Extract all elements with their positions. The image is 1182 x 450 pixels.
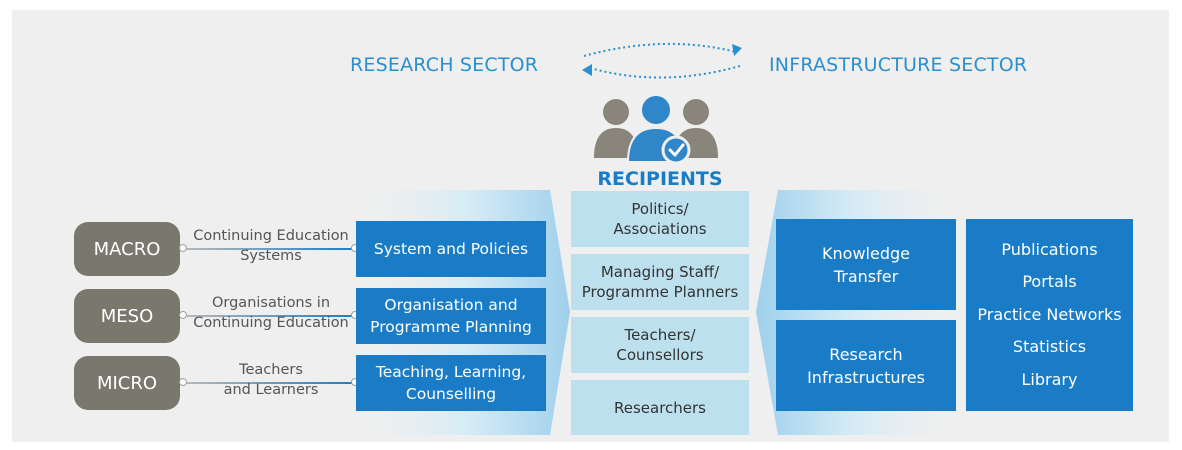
connector-dot: [179, 311, 187, 319]
knowledge-transfer-box: Knowledge Transfer: [776, 219, 956, 310]
level-macro-box: System and Policies: [356, 221, 546, 277]
recipients-column: Politics/ Associations Managing Staff/ P…: [571, 191, 749, 435]
level-meso-box: Organisation and Programme Planning: [356, 288, 546, 344]
connector-dot: [179, 244, 187, 252]
recipients-title: RECIPIENTS: [597, 168, 723, 190]
recipient-politics: Politics/ Associations: [571, 191, 749, 247]
level-micro-pill: MICRO: [74, 356, 180, 410]
outlet-practice-networks: Practice Networks: [977, 304, 1122, 324]
level-meso-pill: MESO: [74, 289, 180, 343]
outlets-box: Publications Portals Practice Networks S…: [966, 219, 1133, 411]
recipient-researchers: Researchers: [571, 380, 749, 435]
recipient-teachers: Teachers/ Counsellors: [571, 317, 749, 373]
check-badge-icon: [661, 135, 691, 165]
level-meso-label: Organisations in Continuing Education: [193, 295, 349, 331]
connector-meso: [184, 315, 358, 317]
connector-micro: [184, 382, 358, 384]
infrastructure-sector-title: INFRASTRUCTURE SECTOR: [769, 54, 1028, 76]
level-macro-label: Continuing Education Systems: [193, 228, 349, 264]
level-macro-pill: MACRO: [74, 222, 180, 276]
recipient-managing-staff: Managing Staff/ Programme Planners: [571, 254, 749, 310]
connector-macro: [184, 248, 358, 250]
level-micro-label: Teachers and Learners: [223, 362, 319, 398]
outlet-library: Library: [1021, 369, 1078, 389]
exchange-arrows-icon: [582, 42, 742, 79]
outlet-publications: Publications: [1001, 239, 1098, 259]
outlet-portals: Portals: [1022, 272, 1077, 292]
research-infrastructures-box: Research Infrastructures: [776, 320, 956, 411]
recipients-people-icon: [594, 96, 718, 165]
level-micro-box: Teaching, Learning, Counselling: [356, 355, 546, 411]
connector-dot: [179, 378, 187, 386]
research-sector-title: RESEARCH SECTOR: [350, 54, 539, 76]
outlet-statistics: Statistics: [1012, 337, 1087, 357]
